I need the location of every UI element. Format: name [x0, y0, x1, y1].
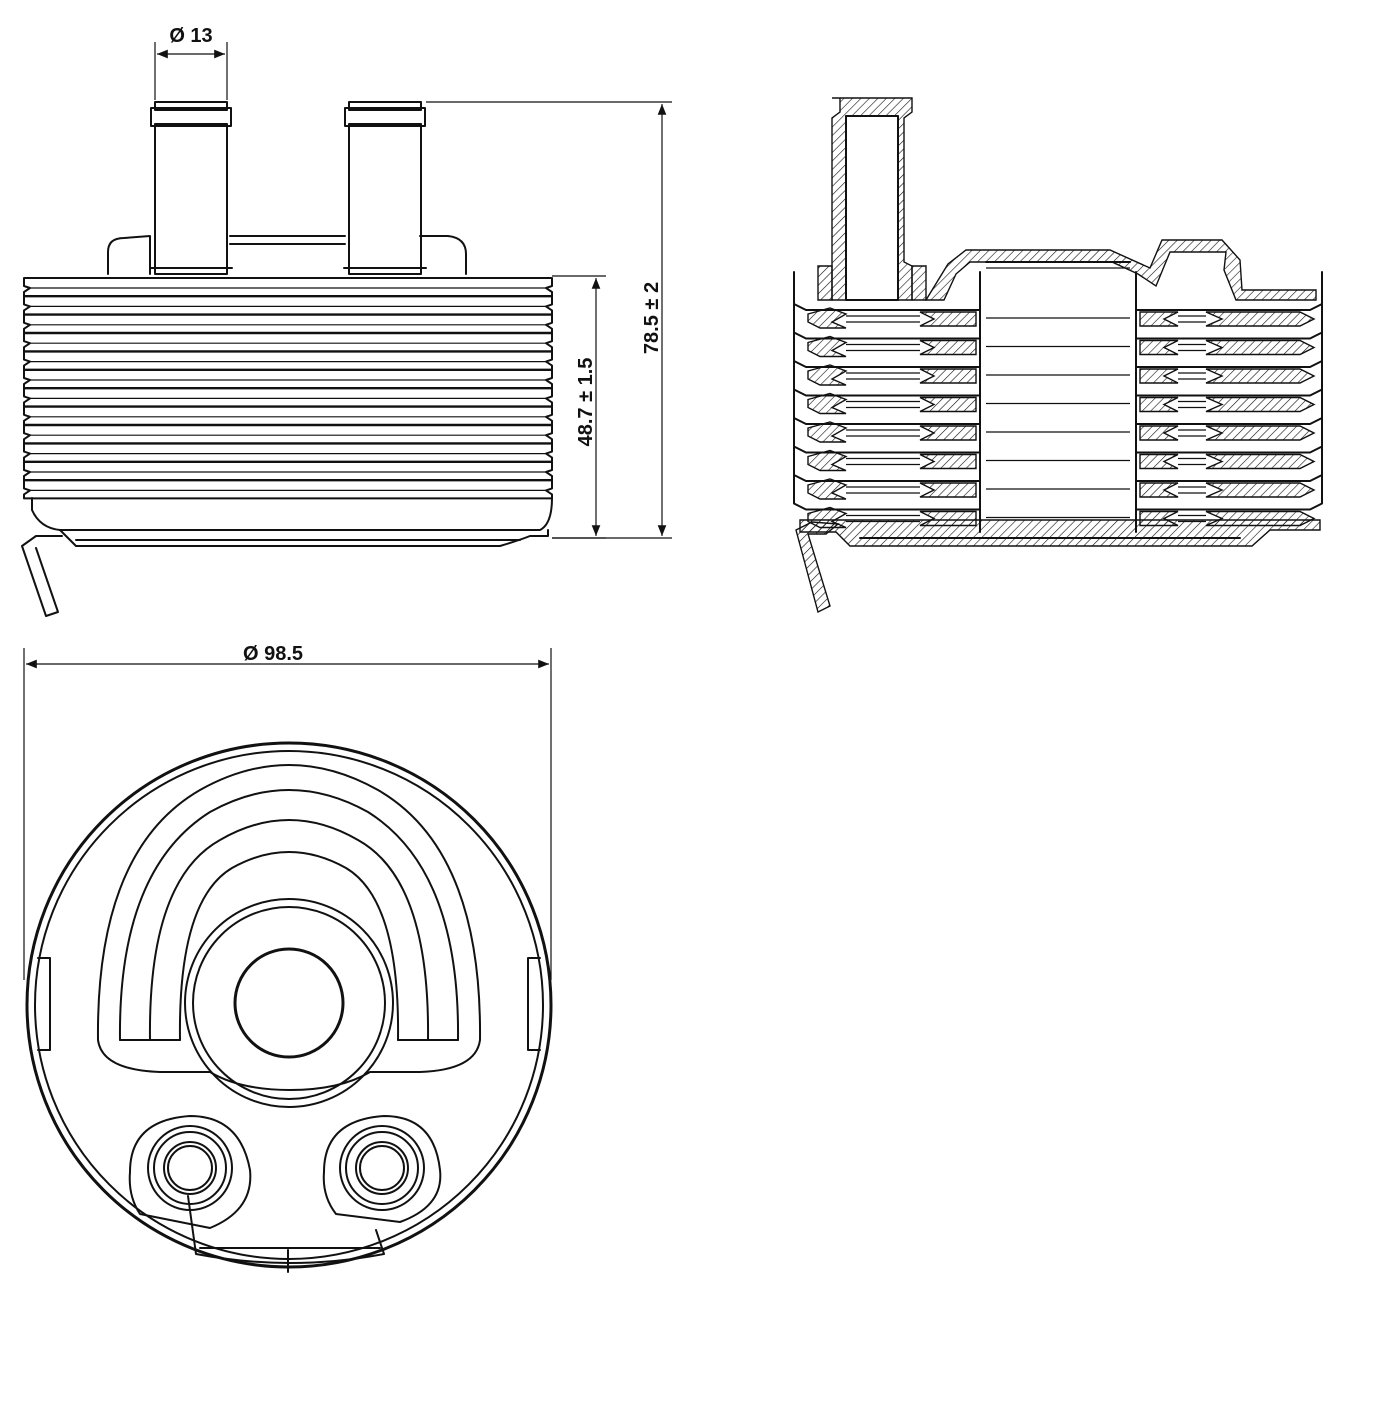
section-plate-rim	[793, 328, 1323, 368]
section-plate-wave-left-inner	[919, 396, 977, 413]
section-plate-rim	[793, 442, 1323, 482]
section-plate-wave-right-outer	[1205, 482, 1316, 498]
outer-housing	[25, 741, 553, 1269]
outer-diameter-label: Ø 98.5	[243, 643, 303, 665]
section-plate-line	[846, 457, 1206, 466]
section-plate-line	[846, 486, 1206, 494]
section-plate-wave-right	[1139, 339, 1179, 356]
core-plate	[23, 313, 553, 334]
section-plate-rim	[793, 385, 1323, 425]
tube-diameter-label: Ø 13	[169, 25, 212, 47]
right-tube	[343, 101, 427, 275]
dim-core-height: 48.7 ± 1.5	[552, 275, 606, 539]
mounting-bracket	[21, 535, 63, 617]
section-plate-line	[846, 400, 1206, 409]
section-plate-wave-right	[1139, 396, 1179, 413]
core-plate	[23, 405, 553, 426]
section-plate-wave-left	[807, 449, 848, 472]
core-plate	[23, 369, 553, 389]
core-plate	[23, 424, 553, 445]
section-plate-wave-right-outer	[1205, 368, 1316, 384]
section-plate-wave-left	[807, 307, 848, 329]
core-height-label: 48.7 ± 1.5	[575, 358, 597, 447]
section-plate-line	[846, 372, 1206, 380]
bottom-dome	[96, 764, 482, 1091]
section-top-cover	[924, 239, 1317, 301]
section-center-bore	[979, 261, 1137, 533]
section-plate-wave-left	[807, 364, 848, 386]
cooler-core-plates	[23, 277, 553, 500]
core-plate	[23, 277, 553, 297]
section-plate-wave-left	[807, 392, 848, 415]
section-plate-rim	[793, 356, 1323, 397]
core-plate	[23, 442, 553, 463]
side-view	[21, 101, 553, 617]
section-plate-wave-left-inner	[919, 311, 977, 327]
section-plate-rim	[793, 413, 1323, 454]
section-plate-wave-left	[807, 335, 848, 358]
core-plate	[23, 332, 553, 353]
section-plate-wave-right	[1139, 425, 1179, 441]
section-plate-wave-right	[1139, 482, 1179, 498]
core-plate	[23, 479, 553, 500]
core-plate	[23, 295, 553, 316]
core-plate	[23, 387, 553, 408]
left-tube	[149, 101, 233, 275]
core-plate	[23, 350, 553, 371]
section-plate-wave-right	[1139, 311, 1179, 327]
center-bore	[233, 947, 345, 1059]
section-plate-wave-left	[807, 478, 848, 500]
section-base	[799, 519, 1321, 547]
section-plate-wave-right-outer	[1205, 425, 1316, 441]
section-plate-rim	[793, 271, 1323, 311]
section-plate-line	[846, 343, 1206, 352]
section-plate-wave-left-inner	[919, 339, 977, 356]
section-plate-wave-left-inner	[919, 425, 977, 441]
section-plate-wave-left-inner	[919, 482, 977, 498]
section-plates	[793, 271, 1323, 529]
dim-tube-diameter: Ø 13	[154, 25, 228, 100]
section-plate-line	[846, 315, 1206, 323]
section-plate-wave-left-inner	[919, 368, 977, 384]
dim-outer-diameter: Ø 98.5	[23, 643, 552, 980]
section-plate-rim	[793, 470, 1323, 511]
top-plate	[107, 235, 467, 275]
center-boss	[184, 898, 394, 1108]
core-plate	[23, 461, 553, 481]
section-plate-wave-left	[807, 421, 848, 443]
port-left	[147, 1125, 233, 1211]
section-plate-line	[846, 429, 1206, 437]
section-plate-wave-right	[1139, 453, 1179, 470]
section-bracket	[795, 521, 840, 614]
section-view	[793, 97, 1323, 614]
section-plate-rim	[793, 299, 1323, 340]
port-right	[339, 1125, 425, 1211]
base-plate	[31, 497, 553, 531]
section-plate-wave-right-outer	[1205, 396, 1316, 413]
section-plate-wave-right	[1139, 368, 1179, 384]
section-plate-wave-right-outer	[1205, 453, 1316, 470]
bottom-view: Ø 98.5	[23, 643, 553, 1273]
section-plate-wave-right-outer	[1205, 311, 1316, 327]
dim-total-height: 78.5 ± 2	[426, 101, 672, 539]
section-plate-wave-left-inner	[919, 453, 977, 470]
section-tube	[817, 97, 927, 301]
section-plate-wave-right-outer	[1205, 339, 1316, 356]
total-height-label: 78.5 ± 2	[641, 282, 663, 354]
